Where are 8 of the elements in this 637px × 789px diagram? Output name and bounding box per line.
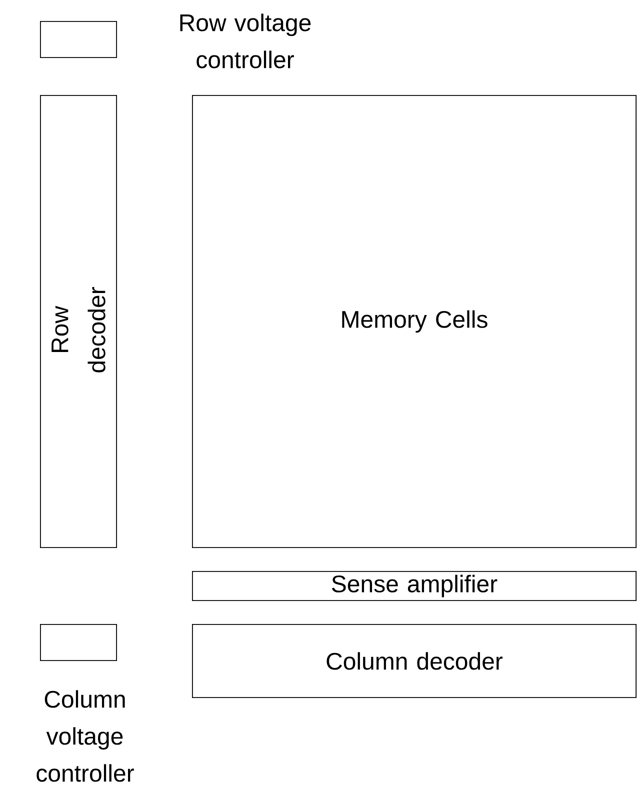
amplifier-box: Sense amplifier — [192, 571, 636, 601]
node-label: Column voltage controller — [36, 690, 134, 782]
decoder-box: Column decoder — [192, 624, 636, 698]
controller-box: Column voltage controller — [36, 624, 134, 782]
memory-array-box: Memory Cells — [192, 95, 636, 548]
node-label: Row voltage controller — [180, 14, 311, 68]
controller-box: Row voltage controller — [40, 14, 311, 68]
decoder-box: Row decoder — [40, 95, 117, 548]
